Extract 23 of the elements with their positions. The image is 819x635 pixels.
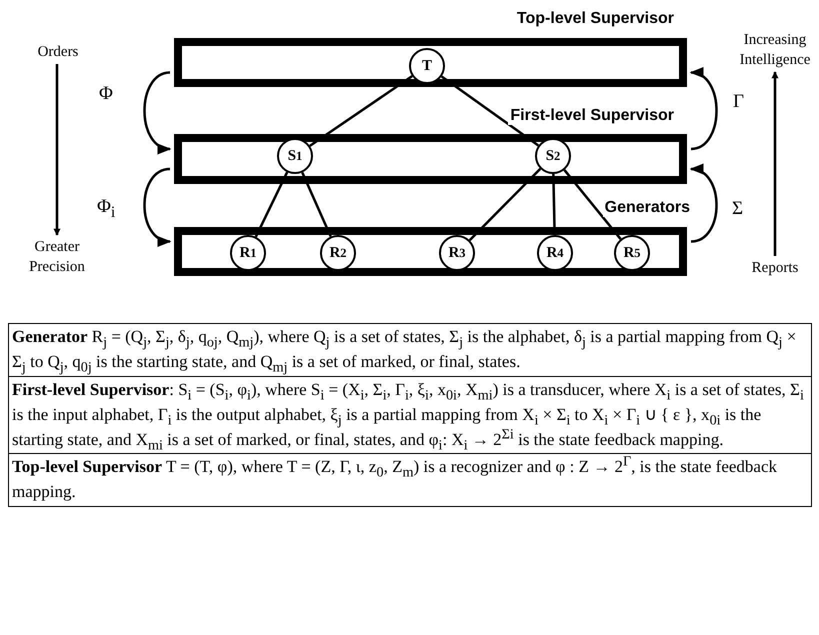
side-label: Increasing Intelligence: [732, 30, 818, 70]
level-heading: First-level Supervisor: [508, 107, 676, 125]
level-heading: Top-level Supervisor: [514, 10, 676, 28]
connector-line: [301, 172, 332, 238]
definition-text: Top-level Supervisor T = (T, φ), where T = (Z, Γ, ι, z$_{0}$, Z$_{m}$) is a recognizer and φ : Z → 2$^{Γ}$, is the state feedback mapping.: [8, 453, 812, 507]
side-label: Reports: [740, 258, 810, 278]
definition-text: First-level Supervisor: S$_{i}$ = (S$_{i}$, φ$_{i}$), where S$_{i}$ = (X$_{i}$, Σ$_{i}$, Γ$_{i}$, ξ$_{i}$, x$_{0i}$, X$_{mi}$) is a transducer, where X$_{i}$ is a set of states, Σ$_{i}$ is the input alphabet, Γ$_{i}$ is the output alphabet, ξ$_{j}$ is a partial mapping from X$_{i}$ × Σ$_{i}$ to X$_{i}$ × Γ$_{i}$ ∪ { ε }, x$_{0i}$ is the starting state, and X$_{mi}$ is a set of marked, or final, states, and φ$_{i}$: X$_{i}$ → 2$^{Σi}$ is the state feedback mapping.: [8, 376, 812, 454]
side-label: Orders: [20, 42, 96, 62]
state-circle: T: [409, 48, 445, 84]
feedback-arrow: [143, 71, 172, 152]
arrow: [772, 71, 778, 256]
arrow: [54, 64, 60, 236]
feedback-arrow: [690, 166, 718, 243]
connector-line: [440, 75, 540, 147]
connector-line: [254, 172, 288, 238]
feedback-arrow: [690, 69, 718, 150]
connector-line: [563, 169, 622, 240]
level-heading: Generators: [602, 199, 692, 217]
definition-text: Generator R$_{j}$ = (Q$_{j}$, Σ$_{j}$, δ$_{j}$, q$_{oj}$, Q$_{mj}$), where Q$_{j}$ is a set of states, Σ$_{j}$ is the alphabet, δ$_{j}$ is a partial mapping from Q$_{j}$ × Σ$_{j}$ to Q$_{j}$, q$_{0j}$ is the starting state, and Q$_{mj}$ is a set of marked, or final, states.: [8, 323, 812, 377]
side-label: Greater Precision: [12, 237, 102, 277]
connector-line: [309, 75, 413, 147]
feedback-arrow: [143, 168, 172, 245]
connector-line: [468, 168, 542, 242]
